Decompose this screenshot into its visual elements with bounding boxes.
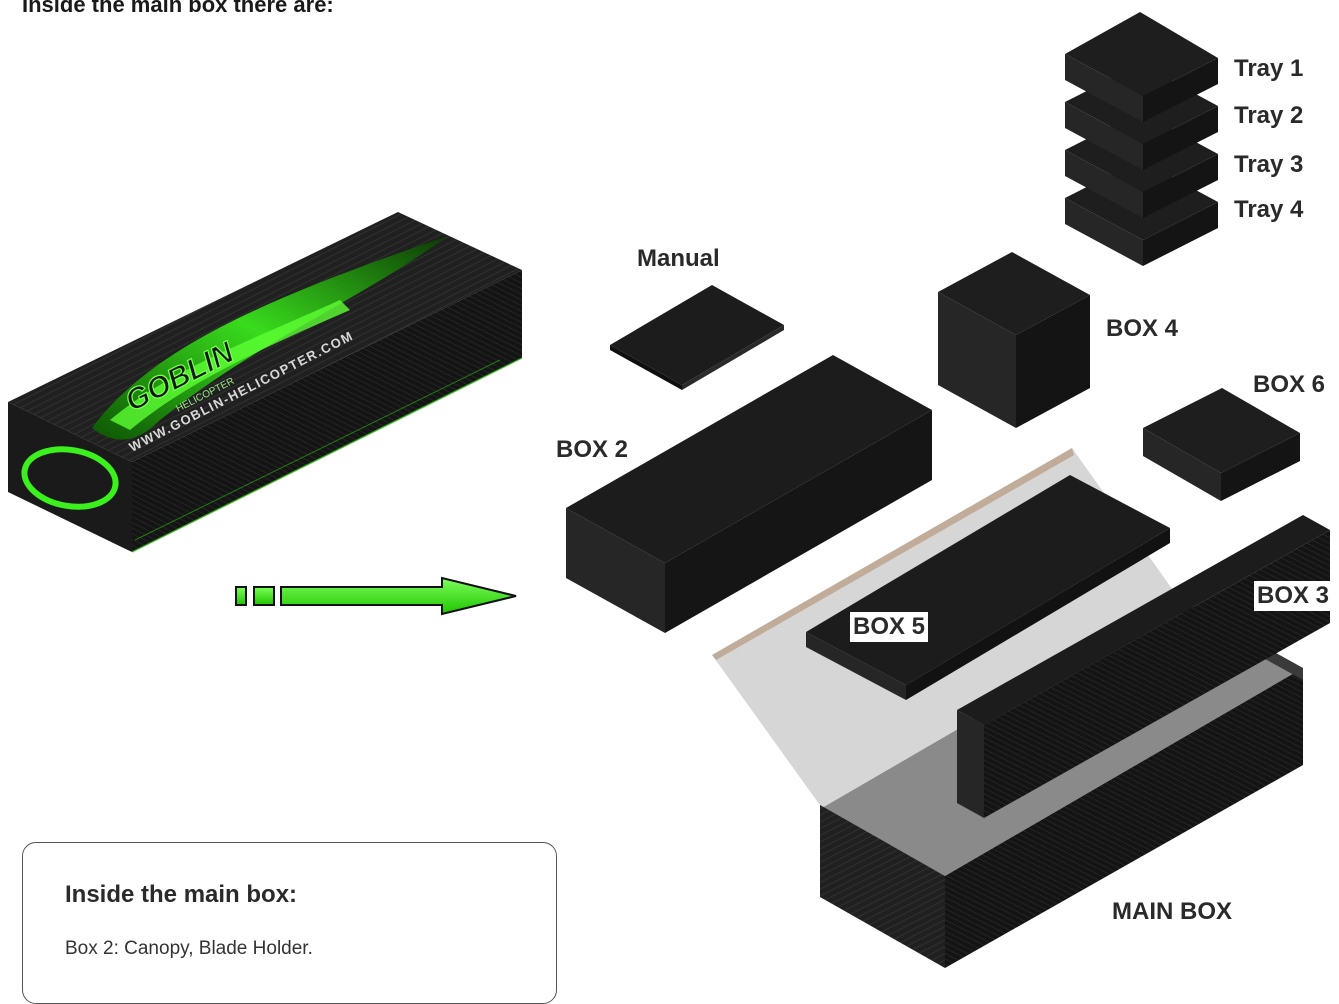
label-box4: BOX 4 <box>1106 315 1179 342</box>
label-main-box: MAIN BOX <box>1112 898 1232 925</box>
label-box3: BOX 3 <box>1254 581 1333 611</box>
tray1-shape <box>1065 12 1218 122</box>
info-box-title: Inside the main box: <box>65 881 298 908</box>
label-box5: BOX 5 <box>850 612 929 642</box>
label-manual: Manual <box>637 245 720 272</box>
box3-shape <box>957 515 1330 818</box>
box4-shape <box>938 252 1090 428</box>
green-arrow-icon <box>235 576 517 616</box>
label-tray1: Tray 1 <box>1234 55 1304 82</box>
label-tray2: Tray 2 <box>1234 102 1304 129</box>
label-box6: BOX 6 <box>1253 371 1326 398</box>
goblin-product-box: GOBLIN HELICOPTER WWW.GOBLIN-HELICOPTER.… <box>8 212 523 553</box>
page-heading: Inside the main box there are: <box>22 0 334 17</box>
info-box-line: Box 2: Canopy, Blade Holder. <box>65 938 313 959</box>
label-tray3: Tray 3 <box>1234 151 1304 178</box>
info-box: Inside the main box: Box 2: Canopy, Blad… <box>22 842 557 1004</box>
label-box2: BOX 2 <box>556 436 629 463</box>
box6-shape <box>1143 388 1300 501</box>
label-tray4: Tray 4 <box>1234 196 1304 223</box>
tray-stack <box>1065 12 1218 266</box>
box2-shape <box>566 355 932 633</box>
packaging-diagram: GOBLIN HELICOPTER WWW.GOBLIN-HELICOPTER.… <box>8 12 1330 968</box>
manual-shape <box>610 285 784 390</box>
